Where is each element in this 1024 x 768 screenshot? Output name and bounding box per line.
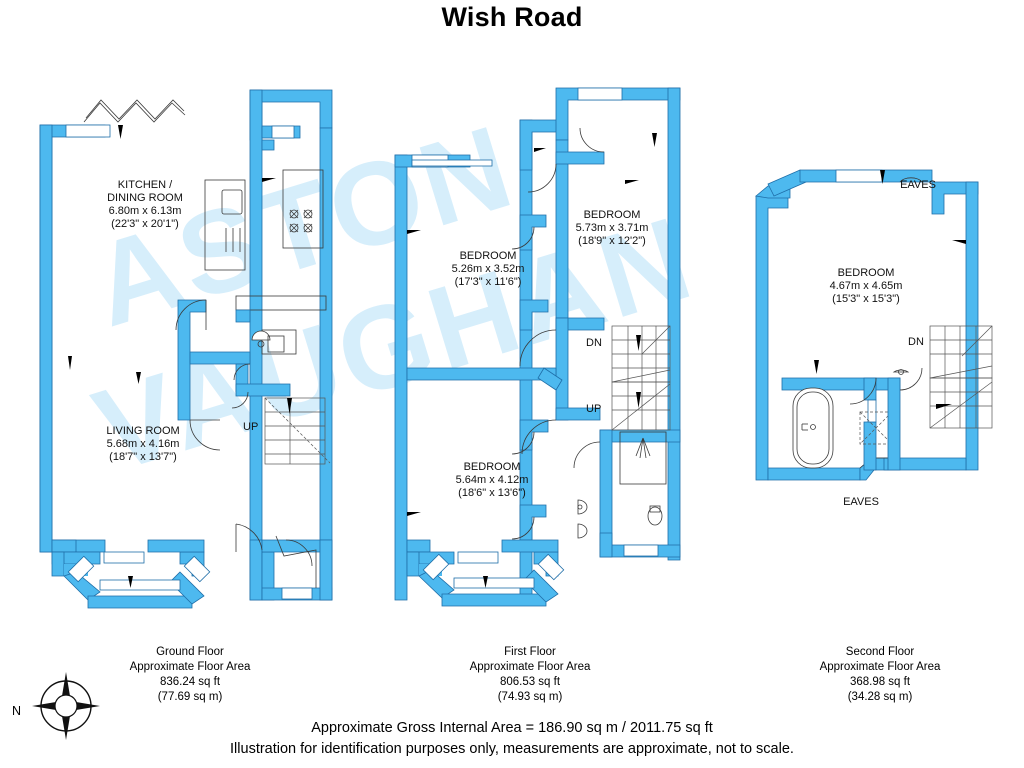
eaves-label-bottom: EAVES: [843, 496, 879, 508]
second-floor-name: Second Floor: [845, 646, 915, 658]
room-label-bed3-dim-m: 5.64m x 4.12m: [456, 474, 529, 486]
room-label-living-name: LIVING ROOM: [106, 425, 179, 437]
first-floor-area-sqft: 806.53 sq ft: [499, 676, 561, 688]
second-stair-label-dn: DN: [908, 336, 924, 348]
first-stair-label-up: UP: [586, 403, 601, 415]
page-title: Wish Road: [441, 2, 583, 32]
room-label-bed4-name: BEDROOM: [838, 267, 895, 279]
second-floor-caption: Second Floor Approximate Floor Area 368.…: [785, 645, 975, 705]
ground-floor-name: Ground Floor: [156, 646, 224, 658]
first-floor-area-sqm: (74.93 sq m): [497, 691, 563, 703]
ground-stair-label-up: UP: [243, 421, 258, 433]
first-floor-caption: First Floor Approximate Floor Area 806.5…: [435, 645, 625, 705]
second-staircase: DN: [908, 325, 993, 429]
room-label-living-dim-m: 5.68m x 4.16m: [107, 438, 180, 450]
compass-rose-icon: [32, 672, 100, 740]
ground-room-labels: KITCHEN / DINING ROOM 6.80m x 6.13m (22'…: [106, 179, 183, 463]
room-label-bed2-dim-ft: (18'9" x 12'2"): [578, 235, 646, 247]
room-label-kitchen-dim-ft: (22'3" x 20'1"): [111, 218, 179, 230]
room-label-bed3-name: BEDROOM: [464, 461, 521, 473]
first-floor-name: First Floor: [504, 646, 556, 658]
second-floor-area-title: Approximate Floor Area: [819, 661, 941, 673]
first-floor-plan: DN UP: [394, 87, 681, 607]
first-floor-area-title: Approximate Floor Area: [469, 661, 591, 673]
room-label-kitchen-dim-m: 6.80m x 6.13m: [109, 205, 182, 217]
eaves-label-top: EAVES: [900, 179, 936, 191]
second-floor-area-sqm: (34.28 sq m): [847, 691, 913, 703]
first-staircase: DN UP: [586, 325, 671, 431]
room-label-bed1-dim-m: 5.26m x 3.52m: [452, 263, 525, 275]
footer-disclaimer: Approximate Gross Internal Area = 186.90…: [0, 718, 1024, 760]
footer-illustration-note: Illustration for identification purposes…: [230, 741, 794, 757]
room-label-kitchen-line1: KITCHEN /: [118, 179, 173, 191]
room-label-bed4-dim-m: 4.67m x 4.65m: [830, 280, 903, 292]
first-stair-label-dn: DN: [586, 337, 602, 349]
room-label-living-dim-ft: (18'7" x 13'7"): [109, 451, 177, 463]
footer-gross-area: Approximate Gross Internal Area = 186.90…: [311, 720, 713, 736]
room-label-bed1-dim-ft: (17'3" x 11'6"): [455, 276, 522, 288]
compass-north-label: N: [12, 704, 22, 718]
room-label-bed4-dim-ft: (15'3" x 15'3"): [832, 293, 900, 305]
ground-floor-area-sqft: 836.24 sq ft: [159, 676, 221, 688]
room-label-kitchen-line2: DINING ROOM: [107, 192, 183, 204]
second-floor-plan: DN BEDROOM 4.67m x 4.65m (15'3" x 15'3")…: [755, 169, 993, 508]
room-label-bed2-dim-m: 5.73m x 3.71m: [576, 222, 649, 234]
ground-floor-plan: UP KITCHEN / D: [39, 89, 333, 609]
second-room-labels: BEDROOM 4.67m x 4.65m (15'3" x 15'3"): [830, 267, 903, 305]
room-label-bed3-dim-ft: (18'6" x 13'6"): [458, 487, 526, 499]
first-room-labels: BEDROOM 5.26m x 3.52m (17'3" x 11'6") BE…: [452, 209, 649, 499]
ground-floor-area-sqm: (77.69 sq m): [157, 691, 223, 703]
second-floor-area-sqft: 368.98 sq ft: [849, 676, 911, 688]
ground-floor-caption: Ground Floor Approximate Floor Area 836.…: [95, 645, 285, 705]
room-label-bed2-name: BEDROOM: [584, 209, 641, 221]
room-label-bed1-name: BEDROOM: [460, 250, 517, 262]
ground-floor-area-title: Approximate Floor Area: [129, 661, 251, 673]
compass: N: [12, 662, 104, 754]
ground-staircase: UP: [243, 397, 331, 465]
